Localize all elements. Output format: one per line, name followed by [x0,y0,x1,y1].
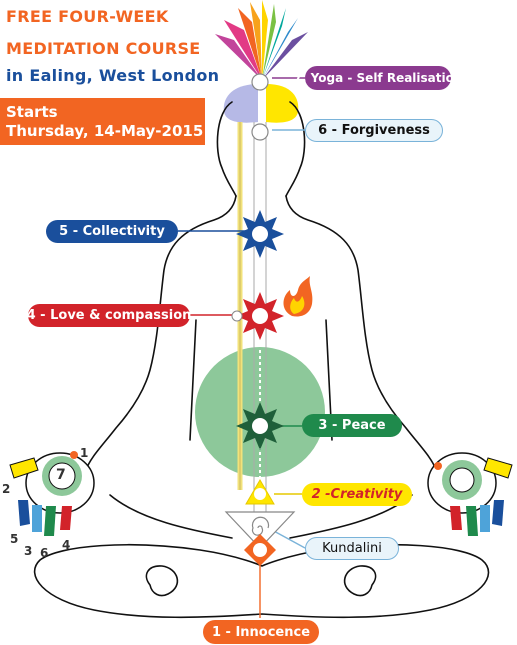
body-outline [34,101,490,619]
finger-number-4: 4 [62,538,71,552]
chakra-6-icon [251,123,269,141]
left-hand-icon [9,451,95,536]
chakra-3-label: 3 - Peace [302,414,402,437]
chakra-3-icon [236,402,284,450]
chakra-4-label: 4 - Love & compassion [27,304,191,327]
chakra-1-label: 1 - Innocence [203,620,319,644]
header-location: in Ealing, West London [6,66,220,85]
starts-label: Starts [6,103,58,121]
finger-number-2: 2 [2,482,11,496]
head-left-half [223,84,258,123]
chakra-1-icon [244,534,276,566]
chakra-2-icon [245,479,275,505]
crown-petals-icon [215,0,308,80]
chakra-6-label: 6 - Forgiveness [305,119,443,142]
finger-number-6: 6 [40,546,49,560]
flame-icon [283,276,313,317]
chakra-4-icon [231,292,284,340]
chakra-2-label: 2 -Creativity [302,483,412,506]
kundalini-label: Kundalini [305,537,399,560]
chakra-7-label: 7. Yoga - Self Realisation [294,66,462,90]
head-right-half [266,84,299,123]
header-line-2: MEDITATION COURSE [6,39,201,58]
chakra-7-icon [251,73,269,91]
chakra-5-icon [236,210,284,258]
palm-number: 7 [56,467,66,483]
chakra-5-label: 5 - Collectivity [46,220,178,243]
starts-date: Thursday, 14-May-2015 [6,122,204,140]
right-hand-icon [427,452,513,536]
kundalini-triangle-icon [224,511,296,549]
starts-banner: Starts Thursday, 14-May-2015 [0,98,205,145]
finger-number-1: 1 [80,446,89,460]
finger-number-3: 3 [24,544,33,558]
header-line-1: FREE FOUR-WEEK [6,7,169,26]
finger-number-5: 5 [10,532,19,546]
